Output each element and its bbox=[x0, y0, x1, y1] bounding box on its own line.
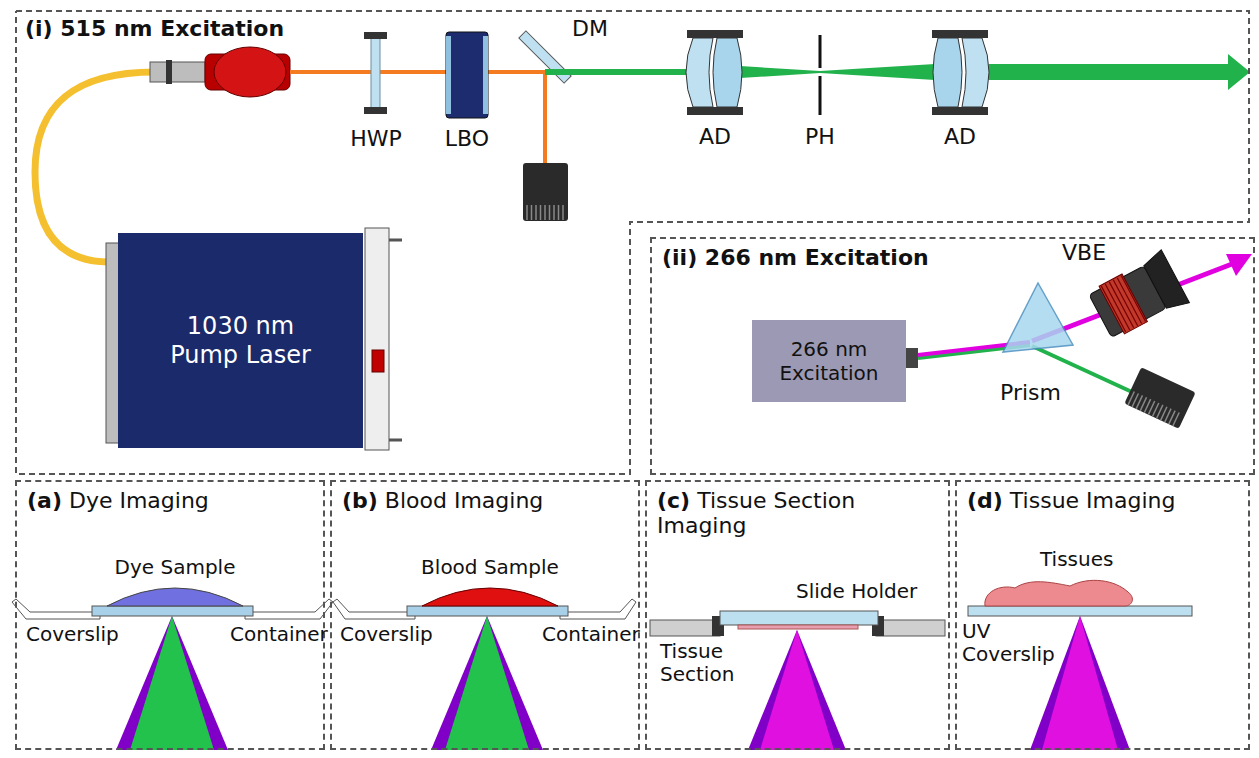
setup-panel: (c) Tissue Section Imaging bbox=[645, 480, 950, 750]
setup-panel: (d) Tissue Imaging bbox=[955, 480, 1250, 750]
green-beam-arrow bbox=[985, 54, 1250, 90]
laser-label: 266 nm Excitation bbox=[764, 337, 894, 385]
panel-heading: (a) Dye Imaging bbox=[17, 482, 323, 519]
blood-setup bbox=[333, 588, 636, 750]
beam-dump bbox=[523, 163, 568, 221]
pinhole bbox=[819, 35, 822, 115]
laser-plate bbox=[365, 228, 389, 450]
dichroic-mirror bbox=[519, 31, 571, 83]
connector-ring bbox=[166, 60, 172, 84]
lbo-crystal bbox=[446, 32, 488, 118]
part-label: Dye Sample bbox=[115, 556, 236, 579]
beam-dump bbox=[1124, 367, 1195, 429]
part-label: LBO bbox=[445, 126, 489, 151]
laser-tab bbox=[389, 240, 402, 440]
panel-heading: (d) Tissue Imaging bbox=[957, 482, 1248, 519]
green-beam bbox=[545, 69, 690, 75]
half-wave-plate bbox=[371, 38, 380, 108]
achromatic-doublet bbox=[686, 30, 743, 115]
part-label: Coverslip bbox=[26, 623, 119, 646]
part-label: Slide Holder bbox=[796, 580, 917, 603]
laser-label: 1030 nm Pump Laser bbox=[161, 312, 321, 370]
section-setup bbox=[650, 611, 945, 750]
part-label: Container bbox=[542, 623, 640, 646]
pump-beam bbox=[543, 72, 547, 165]
dye-setup bbox=[12, 588, 333, 750]
part-label: AD bbox=[699, 124, 731, 149]
panel-heading: (b) Blood Imaging bbox=[332, 482, 638, 519]
part-label: HWP bbox=[350, 126, 402, 151]
laser-box: 266 nm Excitation bbox=[752, 320, 906, 402]
achromatic-doublet bbox=[932, 30, 989, 115]
plate-cap bbox=[364, 107, 387, 114]
green-beam bbox=[740, 66, 820, 78]
part-label: Blood Sample bbox=[421, 556, 559, 579]
panel-heading: (i) 515 nm Excitation bbox=[15, 10, 1250, 47]
setup-panel: (ii) 266 nm Excitation 266 nm Excitation bbox=[650, 237, 1255, 475]
collimator-lens bbox=[214, 47, 286, 97]
pump-beam bbox=[290, 70, 545, 74]
prism bbox=[1003, 283, 1073, 352]
laser-button bbox=[372, 350, 384, 372]
uv-arrow bbox=[1226, 254, 1252, 276]
part-label: VBE bbox=[1062, 240, 1106, 265]
fiber-connector bbox=[150, 62, 205, 82]
part-label: PH bbox=[805, 124, 835, 149]
part-label: DM bbox=[572, 16, 608, 41]
part-label: Tissues bbox=[1040, 548, 1113, 571]
setup-panel: (b) Blood Imaging bbox=[330, 480, 640, 750]
plate-cap bbox=[364, 32, 387, 39]
part-label: AD bbox=[944, 124, 976, 149]
laser-box: 1030 nm Pump Laser bbox=[118, 233, 363, 448]
crystal-face bbox=[483, 36, 488, 114]
crystal-face bbox=[446, 36, 451, 114]
panel-heading: (ii) 266 nm Excitation bbox=[652, 239, 1253, 276]
part-label: Prism bbox=[1000, 380, 1061, 405]
part-label: Container bbox=[230, 623, 328, 646]
panel-heading: (c) Tissue Section Imaging bbox=[647, 482, 948, 545]
part-label: Tissue Section bbox=[660, 640, 740, 686]
part-label: Coverslip bbox=[340, 623, 433, 646]
green-beam bbox=[820, 64, 935, 80]
setup-panel: (a) Dye Imaging bbox=[15, 480, 325, 750]
part-label: UV Coverslip bbox=[962, 620, 1052, 666]
